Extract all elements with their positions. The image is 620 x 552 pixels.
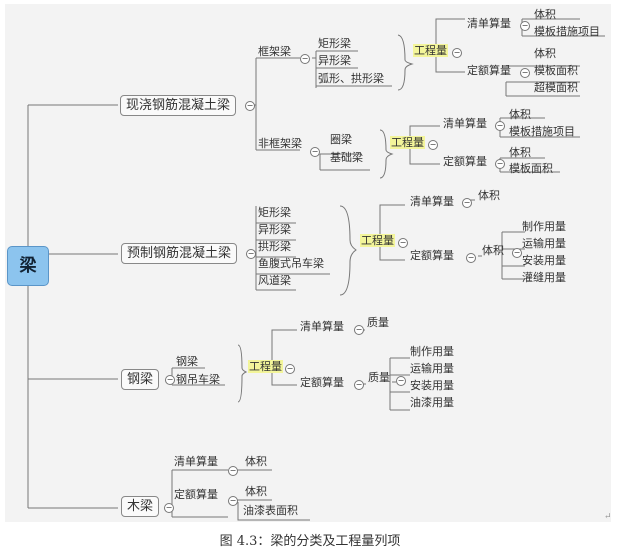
type-item: 基础梁 <box>330 151 363 164</box>
leaf-item: 体积 <box>245 455 267 468</box>
list-calc-node[interactable]: 清单算量 <box>467 17 511 30</box>
collapse-icon[interactable]: − <box>285 364 295 374</box>
figure-caption: 图 4.3：梁的分类及工程量列项 <box>219 534 401 549</box>
leaf-item: 制作用量 <box>410 345 454 358</box>
leaf-item: 模板措施项目 <box>534 25 600 38</box>
quota-calc-node[interactable]: 定额算量 <box>443 155 487 168</box>
leaf-item: 油漆用量 <box>410 396 454 409</box>
type-item: 钢梁 <box>176 355 198 368</box>
collapse-icon[interactable]: − <box>300 54 310 64</box>
collapse-icon[interactable]: − <box>310 147 320 157</box>
type-item: 矩形梁 <box>318 37 351 50</box>
qty-node[interactable]: 工程量 <box>248 360 283 373</box>
leaf-item: 模板面积 <box>534 64 578 77</box>
node-precast-beam[interactable]: 预制钢筋混凝土梁 <box>121 243 238 264</box>
type-item: 异形梁 <box>318 54 351 67</box>
leaf-item: 油漆表面积 <box>243 504 298 517</box>
leaf-item: 安装用量 <box>522 254 566 267</box>
list-calc-node[interactable]: 清单算量 <box>174 455 218 468</box>
collapse-icon[interactable]: − <box>428 140 438 150</box>
node-frame-beam[interactable]: 框架梁 <box>258 45 291 58</box>
quota-mid-node[interactable]: 体积 <box>482 244 504 257</box>
collapse-icon[interactable]: − <box>520 21 530 31</box>
leaf-item: 体积 <box>478 189 500 202</box>
leaf-item: 灌缝用量 <box>522 271 566 284</box>
type-item: 鱼腹式吊车梁 <box>258 257 324 270</box>
collapse-icon[interactable]: − <box>164 503 174 513</box>
type-item: 钢吊车梁 <box>176 373 220 386</box>
type-item: 圈梁 <box>330 133 352 146</box>
collapse-icon[interactable]: − <box>228 466 238 476</box>
quota-calc-node[interactable]: 定额算量 <box>174 488 218 501</box>
quota-calc-node[interactable]: 定额算量 <box>410 249 454 262</box>
collapse-icon[interactable]: − <box>495 159 505 169</box>
collapse-icon[interactable]: − <box>466 253 476 263</box>
collapse-icon[interactable]: − <box>354 325 364 335</box>
diagram-canvas <box>5 4 611 522</box>
list-calc-node[interactable]: 清单算量 <box>443 117 487 130</box>
leaf-item: 体积 <box>534 47 556 60</box>
node-wood-beam[interactable]: 木梁 <box>121 496 160 517</box>
qty-node[interactable]: 工程量 <box>360 234 395 247</box>
root-node[interactable]: 梁 <box>7 246 49 286</box>
leaf-item: 体积 <box>509 146 531 159</box>
leaf-item: 体积 <box>245 485 267 498</box>
leaf-item: 运输用量 <box>522 237 566 250</box>
quota-calc-node[interactable]: 定额算量 <box>300 376 344 389</box>
leaf-item: 质量 <box>367 316 389 329</box>
type-item: 风道梁 <box>258 274 291 287</box>
type-item: 弧形、拱形梁 <box>318 72 384 85</box>
leaf-item: 模板面积 <box>509 162 553 175</box>
collapse-icon[interactable]: − <box>398 238 408 248</box>
collapse-icon[interactable]: − <box>462 198 472 208</box>
type-item: 拱形梁 <box>258 240 291 253</box>
qty-node[interactable]: 工程量 <box>390 136 425 149</box>
quota-calc-node[interactable]: 定额算量 <box>467 64 511 77</box>
list-calc-node[interactable]: 清单算量 <box>300 320 344 333</box>
node-non-frame-beam[interactable]: 非框架梁 <box>258 137 302 150</box>
collapse-icon[interactable]: − <box>228 496 238 506</box>
collapse-icon[interactable]: − <box>245 101 255 111</box>
qty-node[interactable]: 工程量 <box>413 44 448 57</box>
list-calc-node[interactable]: 清单算量 <box>410 195 454 208</box>
node-cast-in-place-beam[interactable]: 现浇钢筋混凝土梁 <box>120 95 237 116</box>
collapse-icon[interactable]: − <box>165 375 175 385</box>
type-item: 异形梁 <box>258 223 291 236</box>
node-steel-beam[interactable]: 钢梁 <box>121 369 160 390</box>
leaf-item: 安装用量 <box>410 379 454 392</box>
type-item: 矩形梁 <box>258 206 291 219</box>
collapse-icon[interactable]: − <box>354 380 364 390</box>
paragraph-mark: ↵ <box>604 512 612 522</box>
leaf-item: 制作用量 <box>522 220 566 233</box>
leaf-item: 超模面积 <box>534 81 578 94</box>
collapse-icon[interactable]: − <box>246 249 256 259</box>
collapse-icon[interactable]: − <box>495 121 505 131</box>
leaf-item: 模板措施项目 <box>509 125 575 138</box>
collapse-icon[interactable]: − <box>452 48 462 58</box>
leaf-item: 体积 <box>534 8 556 21</box>
collapse-icon[interactable]: − <box>512 248 522 258</box>
leaf-item: 运输用量 <box>410 362 454 375</box>
collapse-icon[interactable]: − <box>396 376 406 386</box>
quota-mid-node[interactable]: 质量 <box>368 371 390 384</box>
leaf-item: 体积 <box>509 108 531 121</box>
collapse-icon[interactable]: − <box>520 68 530 78</box>
